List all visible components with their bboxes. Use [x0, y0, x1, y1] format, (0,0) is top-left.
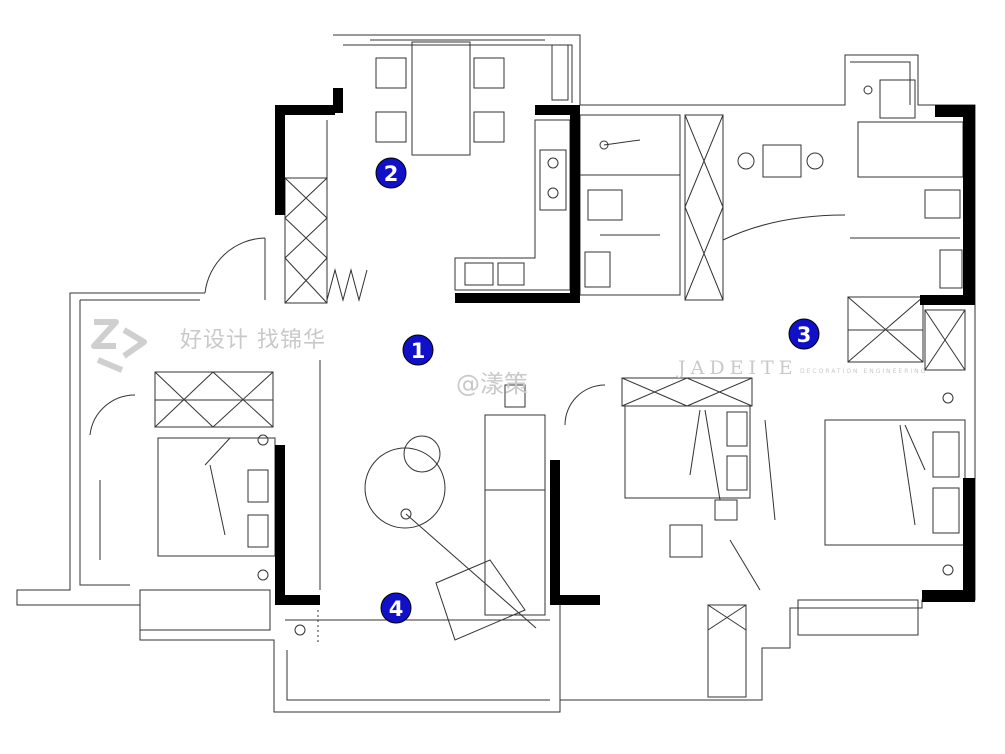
folding-door	[326, 268, 368, 302]
dining-chair	[473, 111, 505, 143]
wardrobe-middle	[621, 377, 753, 407]
dining-chair	[473, 57, 505, 89]
study-desk	[762, 144, 802, 178]
dining-chair	[375, 57, 407, 89]
marker-label: 3	[797, 323, 812, 347]
bed-right	[824, 419, 966, 546]
window-top	[551, 44, 569, 101]
watermark-logo-icon	[91, 319, 147, 373]
room-marker-1: 1	[402, 334, 434, 366]
kitchen-counter	[454, 119, 571, 291]
toilet	[587, 189, 623, 221]
dining-chair	[375, 111, 407, 143]
outer-wall-outline	[16, 34, 976, 713]
wardrobe-corridor	[684, 114, 724, 301]
tall-cabinet	[284, 177, 328, 304]
bed-middle	[624, 405, 751, 499]
sink	[464, 262, 494, 286]
room-marker-3: 3	[788, 318, 820, 350]
dining-table	[411, 41, 471, 156]
room-marker-4: 4	[380, 592, 412, 624]
watermark-chinese-text: 好设计 找锦华	[180, 328, 326, 353]
marker-label: 4	[389, 597, 404, 621]
inner-wall-outline	[79, 44, 911, 701]
solid-wall	[275, 105, 285, 215]
watermark-weibo-handle: @漾策	[456, 370, 528, 398]
bathroom-2	[857, 121, 964, 178]
bathroom-1	[579, 114, 681, 296]
marker-label: 2	[384, 162, 399, 186]
entry-door-swing	[204, 237, 266, 294]
bottom-storage	[707, 604, 747, 698]
basin	[584, 251, 611, 288]
watermark-brand-sub: DECORATION ENGINEERING	[800, 368, 928, 375]
bedroom-door-left	[89, 394, 136, 436]
stove	[539, 149, 567, 211]
sofa	[484, 414, 546, 616]
lounge-chair	[435, 559, 526, 641]
marker-label: 1	[411, 339, 426, 363]
watermark-brand: JADEITE	[678, 357, 798, 379]
shower-head	[599, 140, 609, 150]
room-marker-2: 2	[375, 157, 407, 189]
